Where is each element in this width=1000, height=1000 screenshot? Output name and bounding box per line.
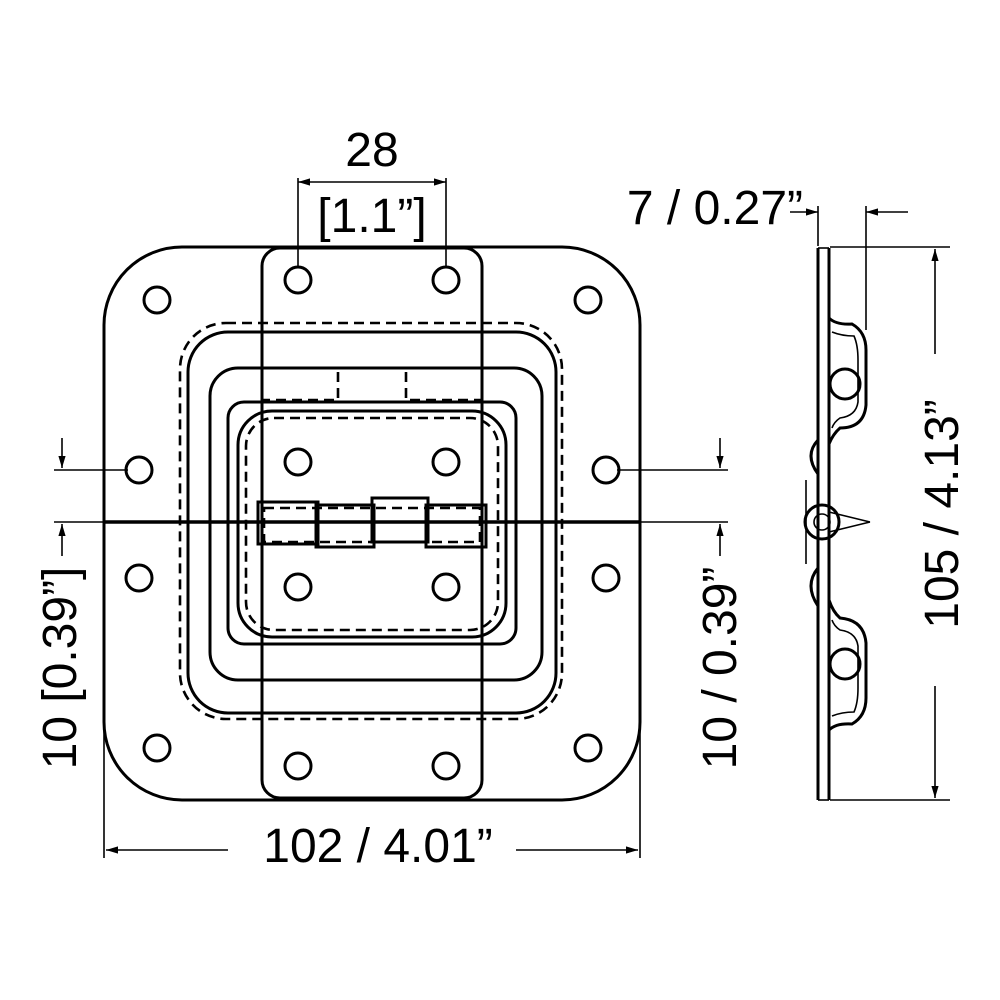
hole bbox=[124, 455, 154, 485]
dish-floor bbox=[236, 409, 508, 639]
hole bbox=[431, 751, 461, 781]
hole bbox=[431, 572, 461, 602]
hole bbox=[591, 455, 621, 485]
hole bbox=[573, 285, 603, 315]
side-view bbox=[803, 247, 871, 801]
dimension-thickness: 7 / 0.27” bbox=[627, 182, 908, 330]
hole bbox=[142, 285, 172, 315]
dimension-width: 102 / 4.01” bbox=[103, 640, 641, 873]
dim-height: 105 / 4.13” bbox=[916, 399, 969, 629]
dimension-offset-right: 10 / 0.39” bbox=[617, 438, 747, 769]
hole bbox=[431, 447, 461, 477]
hole bbox=[142, 733, 172, 763]
hidden-tab-right bbox=[404, 366, 482, 402]
dimension-28: 28 [1.1”] bbox=[297, 124, 447, 266]
hole bbox=[573, 733, 603, 763]
dim-pitch-mm: 28 bbox=[345, 124, 398, 177]
dim-thickness: 7 / 0.27” bbox=[627, 182, 803, 235]
hole bbox=[124, 563, 154, 593]
dish-middle bbox=[208, 366, 544, 682]
hole bbox=[283, 572, 313, 602]
hidden-tab-left bbox=[262, 366, 340, 402]
hole bbox=[283, 447, 313, 477]
dimension-offset-left: 10 [0.39”] bbox=[34, 438, 128, 769]
hole bbox=[591, 563, 621, 593]
dimension-height: 105 / 4.13” bbox=[830, 246, 969, 801]
dim-offset-right: 10 / 0.39” bbox=[694, 567, 747, 770]
hole bbox=[431, 265, 461, 295]
hole bbox=[283, 265, 313, 295]
hinge-knuckles bbox=[256, 496, 488, 549]
dish-floor-dashed bbox=[244, 416, 500, 632]
dim-width: 102 / 4.01” bbox=[263, 820, 493, 873]
dim-pitch-in: [1.1”] bbox=[317, 190, 426, 243]
front-view bbox=[102, 245, 642, 802]
hole bbox=[283, 751, 313, 781]
dim-offset-left: 10 [0.39”] bbox=[34, 567, 87, 770]
